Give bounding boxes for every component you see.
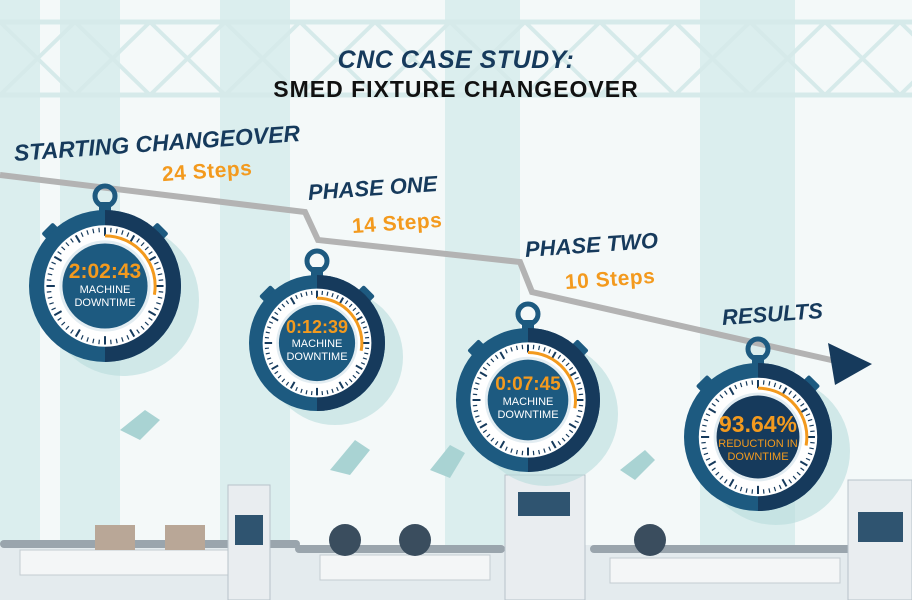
stopwatch-phase-one: 0:12:39 MACHINE DOWNTIME xyxy=(239,243,403,425)
downtime-caption: MACHINE xyxy=(79,284,131,296)
downtime-value: 0:07:45 xyxy=(495,374,561,395)
factory-floor xyxy=(0,410,912,600)
stopwatch-icon xyxy=(684,336,850,525)
downtime-value: 0:12:39 xyxy=(285,317,349,337)
downtime-caption: MACHINE xyxy=(291,338,343,350)
stopwatch-phase-two: 0:07:45 MACHINE DOWNTIME xyxy=(446,296,618,486)
downtime-caption: MACHINE xyxy=(502,396,554,408)
downtime-caption: DOWNTIME xyxy=(74,297,136,309)
stopwatch-icon xyxy=(456,301,618,486)
stopwatch-icon xyxy=(249,248,403,425)
title-line-2: SMED FIXTURE CHANGEOVER xyxy=(273,76,639,102)
timeline-line xyxy=(0,172,841,365)
stopwatch-results: 93.64% REDUCTION IN DOWNTIME xyxy=(674,331,850,525)
stopwatch-start: 2:02:43 MACHINE DOWNTIME xyxy=(19,178,199,376)
arrow-head-icon xyxy=(828,343,872,385)
downtime-caption: DOWNTIME xyxy=(497,409,559,421)
downtime-caption: DOWNTIME xyxy=(286,351,348,363)
downtime-value: 2:02:43 xyxy=(68,260,142,283)
title-line-1: CNC CASE STUDY: xyxy=(337,46,575,74)
reduction-value: 93.64% xyxy=(718,411,797,437)
reduction-caption: DOWNTIME xyxy=(727,451,789,463)
reduction-caption: REDUCTION IN xyxy=(718,438,798,450)
stopwatch-icon xyxy=(29,183,199,376)
